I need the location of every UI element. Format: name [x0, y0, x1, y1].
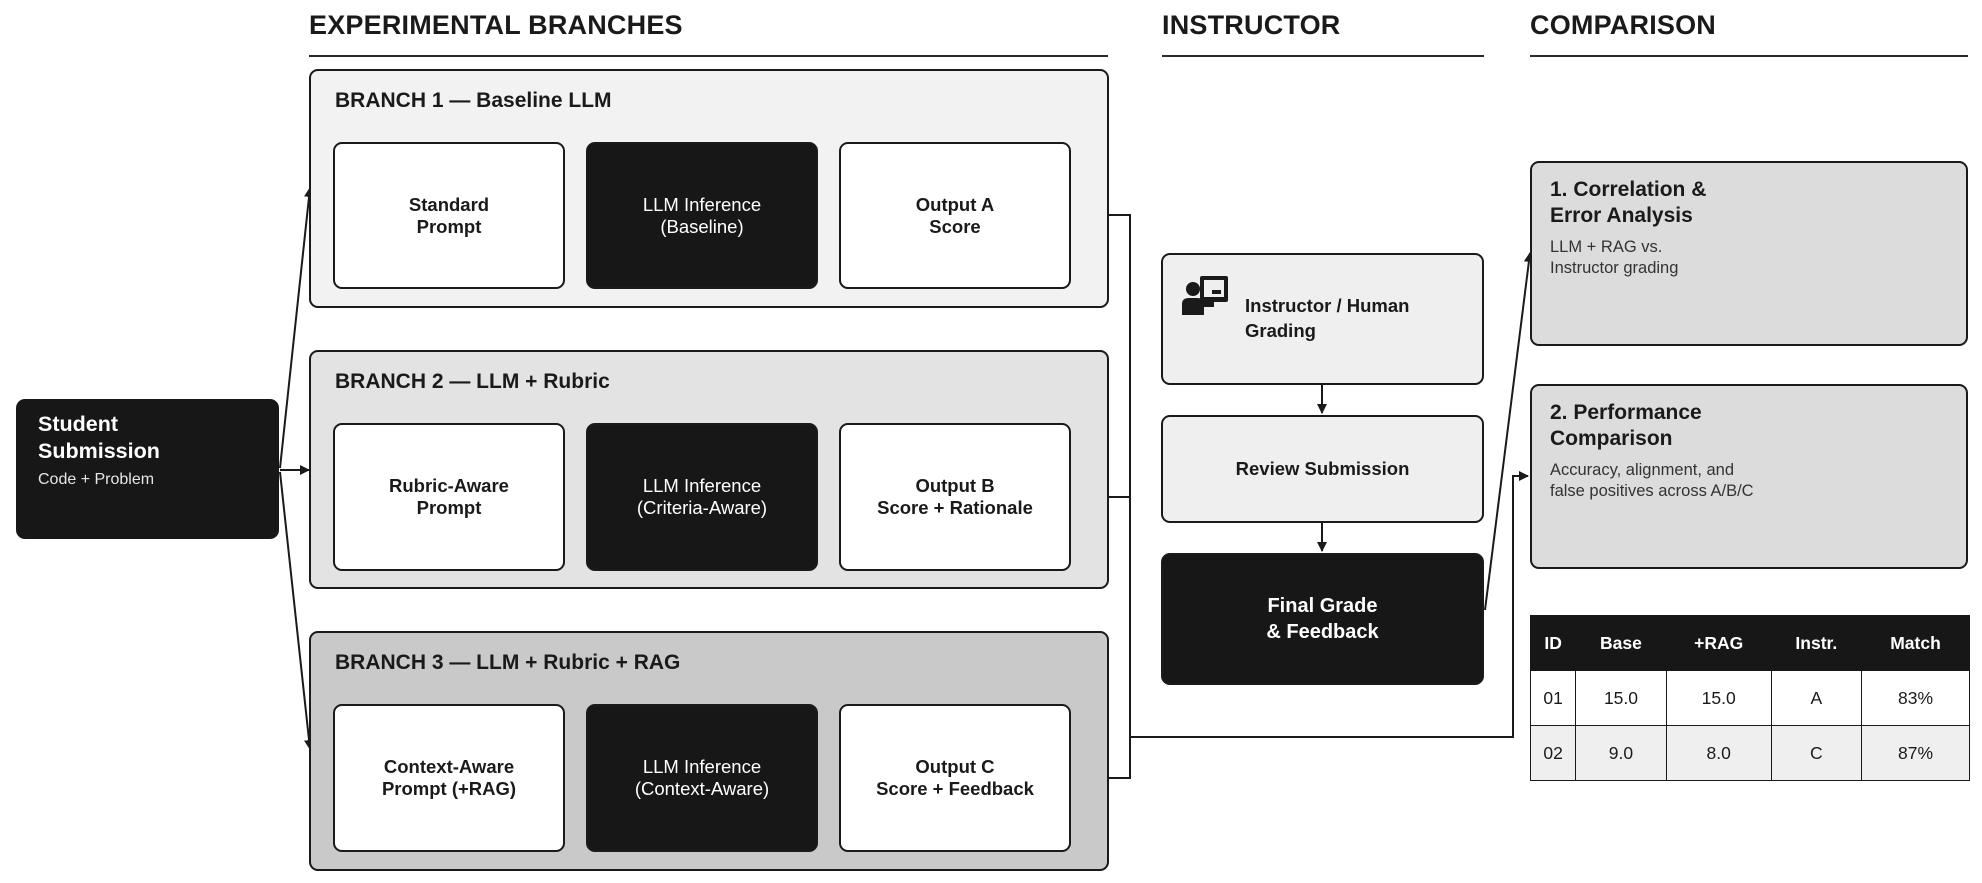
branch-3-output-node: Output C Score + Feedback	[839, 704, 1071, 852]
review-submission-node: Review Submission	[1161, 415, 1484, 523]
branch-3-inference-label: LLM Inference (Context-Aware)	[634, 756, 770, 799]
branch-1-prompt-label: Standard Prompt	[408, 193, 490, 237]
results-header-rag: +RAG	[1665, 615, 1772, 671]
section-title-branches: EXPERIMENTAL BRANCHES	[309, 10, 683, 40]
branch-3-prompt-node: Context-Aware Prompt (+RAG)	[333, 704, 565, 852]
table-cell: 02	[1529, 725, 1577, 781]
section-rule-instructor	[1162, 55, 1484, 57]
table-cell: 01	[1529, 670, 1577, 726]
table-cell: 83%	[1861, 670, 1970, 726]
table-cell: 8.0	[1665, 725, 1772, 781]
edge-final-comparison1	[1484, 252, 1534, 611]
results-header-base: Base	[1575, 615, 1667, 671]
student-submission-title: Student Submission	[38, 412, 160, 463]
section-title-instructor: INSTRUCTOR	[1162, 10, 1341, 40]
edge-collector-comparison2	[1130, 471, 1529, 738]
table-cell: 87%	[1861, 725, 1970, 781]
results-header-instr: Instr.	[1770, 615, 1863, 671]
table-cell: 15.0	[1575, 670, 1667, 726]
table-cell: 9.0	[1575, 725, 1667, 781]
section-title-comparison: COMPARISON	[1530, 10, 1717, 40]
branch-1-title: BRANCH 1 — Baseline LLM	[335, 89, 612, 112]
branch-2-inference-node: LLM Inference (Criteria-Aware)	[586, 423, 818, 571]
table-cell: C	[1770, 725, 1863, 781]
table-cell: 15.0	[1665, 670, 1772, 726]
student-submission-subtitle: Code + Problem	[38, 471, 155, 488]
student-submission-node: Student Submission Code + Problem	[16, 399, 279, 539]
branch-2-title: BRANCH 2 — LLM + Rubric	[335, 370, 610, 393]
branch-2-prompt-label: Rubric-Aware Prompt	[389, 475, 509, 518]
branch-3-prompt-label: Context-Aware Prompt (+RAG)	[381, 756, 517, 799]
results-table: ID Base +RAG Instr. Match 01 15.0 15.0 A…	[1529, 615, 1970, 781]
branch-1-prompt-node: Standard Prompt	[333, 142, 565, 289]
table-cell: A	[1770, 670, 1863, 726]
branch-2-output-node: Output B Score + Rationale	[839, 423, 1071, 571]
branch-1-output-node: Output A Score	[839, 142, 1071, 289]
comparison-performance-title: 2. Performance Comparison	[1550, 401, 1702, 450]
branch-3-inference-node: LLM Inference (Context-Aware)	[586, 704, 818, 852]
results-table-header-row: ID Base +RAG Instr. Match	[1529, 615, 1970, 671]
section-rule-branches	[309, 55, 1108, 57]
branch-1-inference-node: LLM Inference (Baseline)	[586, 142, 818, 289]
edge-student-branch3	[279, 471, 315, 750]
branch-2-prompt-node: Rubric-Aware Prompt	[333, 423, 565, 571]
comparison-correlation-text: LLM + RAG vs. Instructor grading	[1550, 238, 1679, 277]
section-rule-comparison	[1530, 55, 1968, 57]
final-grade-node: Final Grade & Feedback	[1161, 553, 1484, 685]
branch-1-inference-label: LLM Inference (Baseline)	[642, 193, 762, 237]
branch-3-output-label: Output C Score + Feedback	[876, 756, 1034, 799]
table-row: 01 15.0 15.0 A 83%	[1529, 670, 1970, 726]
comparison-correlation-card: 1. Correlation & Error Analysis LLM + RA…	[1530, 161, 1968, 346]
review-submission-label: Review Submission	[1235, 458, 1410, 479]
branch-3-title: BRANCH 3 — LLM + Rubric + RAG	[335, 651, 681, 674]
edge-student-branch1	[279, 187, 315, 469]
comparison-performance-text: Accuracy, alignment, and false positives…	[1550, 461, 1754, 500]
instructor-grading-label: Instructor / Human Grading	[1245, 295, 1410, 341]
results-header-match: Match	[1861, 615, 1970, 671]
instructor-icon	[1181, 273, 1231, 317]
comparison-performance-card: 2. Performance Comparison Accuracy, alig…	[1530, 384, 1968, 569]
branch-2-inference-label: LLM Inference (Criteria-Aware)	[636, 475, 768, 518]
table-row: 02 9.0 8.0 C 87%	[1529, 725, 1970, 781]
branch-2-output-label: Output B Score + Rationale	[877, 475, 1033, 518]
final-grade-label: Final Grade & Feedback	[1266, 595, 1379, 643]
results-header-id: ID	[1529, 615, 1577, 671]
comparison-correlation-title: 1. Correlation & Error Analysis	[1550, 178, 1707, 227]
instructor-grading-node: Instructor / Human Grading	[1161, 253, 1484, 385]
branch-1-output-label: Output A Score	[915, 193, 995, 237]
results-table-wrapper: ID Base +RAG Instr. Match 01 15.0 15.0 A…	[1529, 615, 1970, 781]
